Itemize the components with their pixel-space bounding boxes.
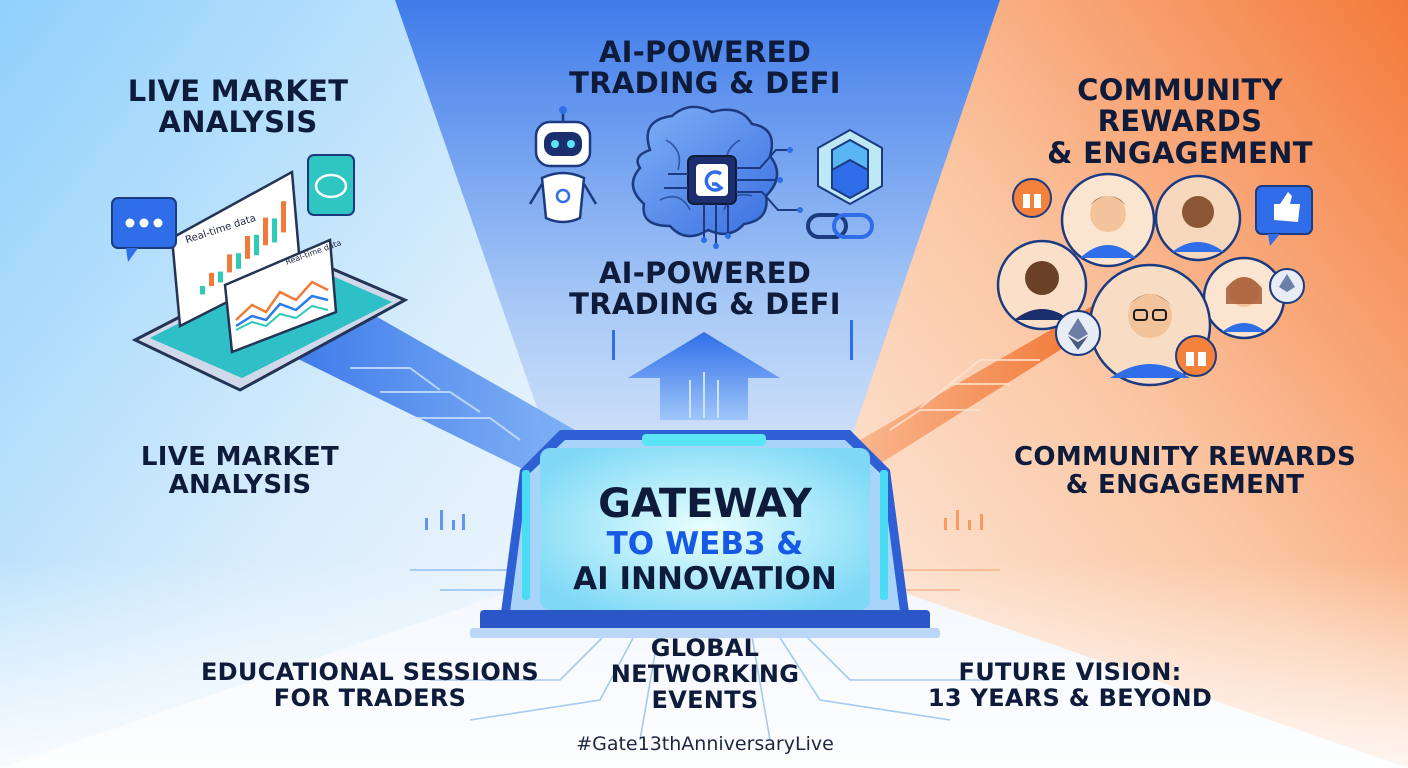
- gateway-line-3: AI INNOVATION: [573, 560, 837, 597]
- candle-bar: [272, 218, 277, 243]
- ethereum-coin-icon-small: [1269, 268, 1305, 304]
- gateway-line-1: GATEWAY: [598, 481, 812, 527]
- hashtag: #Gate13thAnniversaryLive: [576, 733, 834, 755]
- candle-bar: [218, 271, 223, 283]
- candle-bar: [254, 234, 259, 256]
- label-future-vision: FUTURE VISION:13 YEARS & BEYOND: [927, 658, 1213, 712]
- label-community-top: COMMUNITY REWARDS& ENGAGEMENT: [1047, 73, 1313, 170]
- gateway-title: GATEWAY TO WEB3 & AI INNOVATION: [520, 482, 890, 596]
- gift-icon-bottom: [1175, 335, 1217, 377]
- blockchain-cube-icon: [817, 128, 883, 206]
- chat-bubble-icon-right: [307, 154, 355, 216]
- chat-bubble-icon-left: [111, 197, 177, 262]
- line-chart: [235, 280, 329, 331]
- chart-card-2: [223, 238, 338, 354]
- candle-bar: [281, 201, 286, 233]
- candle-bar: [236, 253, 241, 269]
- robot-icon: [528, 106, 598, 224]
- candle-bar: [200, 286, 205, 295]
- ethereum-coin-icon: [1055, 310, 1101, 356]
- like-icon: [1255, 185, 1313, 246]
- gateway-line-2: TO WEB3 &: [606, 525, 804, 562]
- brain-chip-icon: [631, 105, 803, 249]
- candle-bar: [263, 217, 268, 246]
- label-community-mid: COMMUNITY REWARDS& ENGAGEMENT: [1014, 442, 1356, 501]
- candle-bar: [209, 272, 214, 286]
- candle-bar: [245, 236, 250, 259]
- candle-bar: [227, 254, 232, 273]
- chain-link-icon: [806, 213, 874, 239]
- gift-icon-top: [1012, 178, 1052, 218]
- community-avatars: [996, 172, 1286, 387]
- candlestick-bars: [200, 201, 286, 295]
- gateway-portal: [470, 430, 940, 638]
